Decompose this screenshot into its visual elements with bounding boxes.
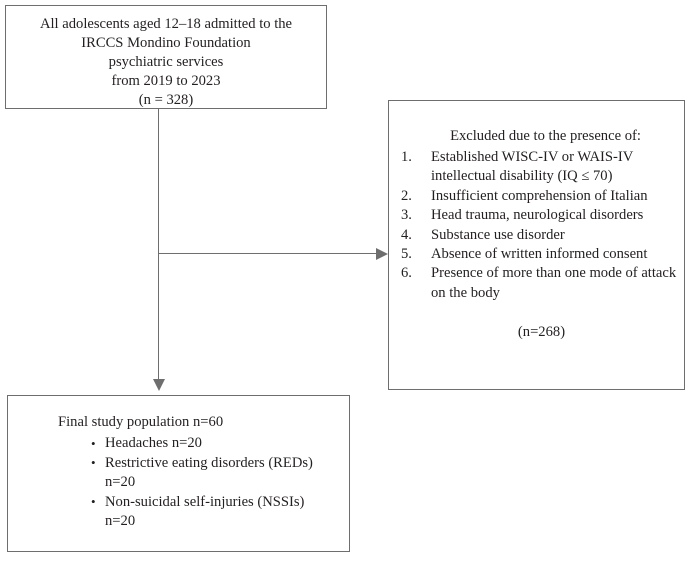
list-item: 6. Presence of more than one mode of att… — [401, 264, 684, 303]
list-item-label: Presence of more than one mode of attack… — [431, 265, 677, 301]
bullet-icon: • — [91, 435, 96, 451]
list-item: 2. Insufficient comprehension of Italian — [401, 187, 684, 206]
list-item-number: 4. — [401, 226, 412, 243]
list-item-label: Established WISC-IV or WAIS-IV intellect… — [431, 149, 634, 185]
source-to-final-connector — [158, 109, 159, 386]
source-line-2: IRCCS Mondino Foundation — [81, 35, 251, 51]
list-item-number: 1. — [401, 149, 412, 165]
list-item: 3. Head trauma, neurological disorders — [401, 206, 684, 225]
arrow-right-icon — [376, 247, 388, 260]
list-item: • Restrictive eating disorders (REDs) n=… — [91, 454, 349, 493]
list-item-label: Restrictive eating disorders (REDs) — [105, 454, 313, 471]
list-item-number: 3. — [401, 207, 412, 224]
list-item-label: Absence of written informed consent — [431, 246, 648, 263]
exclusion-list: 1. Established WISC-IV or WAIS-IV intell… — [389, 148, 684, 303]
list-item: 4. Substance use disorder — [401, 226, 684, 245]
source-count: (n = 328) — [138, 92, 194, 108]
list-item-count: n=20 — [105, 474, 136, 491]
list-item-label: Headaches n=20 — [105, 435, 202, 451]
exclusion-criteria-box: Excluded due to the presence of: 1. Esta… — [388, 100, 685, 390]
final-population-list: • Headaches n=20 • Restrictive eating di… — [8, 434, 349, 532]
exclusion-heading: Excluded due to the presence of: — [450, 128, 641, 144]
arrow-down-icon — [152, 379, 165, 391]
list-item: 5. Absence of written informed consent — [401, 245, 684, 264]
list-item-label: Non-suicidal self-injuries (NSSIs) — [105, 493, 305, 510]
source-line-4: from 2019 to 2023 — [111, 73, 221, 89]
bullet-icon: • — [91, 494, 96, 510]
list-item: • Headaches n=20 — [91, 434, 349, 454]
source-population-box: All adolescents aged 12–18 admitted to t… — [5, 5, 327, 109]
list-item: • Non-suicidal self-injuries (NSSIs) n=2… — [91, 493, 349, 532]
list-item-number: 6. — [401, 265, 412, 282]
final-population-heading: Final study population n=60 — [58, 414, 224, 430]
list-item-label: Substance use disorder — [431, 226, 565, 243]
list-item-number: 5. — [401, 246, 412, 263]
list-item-label: Insufficient comprehension of Italian — [431, 187, 648, 204]
bullet-icon: • — [91, 455, 96, 471]
list-item-number: 2. — [401, 187, 412, 204]
source-line-3: psychiatric services — [108, 54, 224, 70]
exclusion-total-count: (n=268) — [517, 324, 566, 341]
list-item-label: Head trauma, neurological disorders — [431, 207, 644, 224]
source-line-1: All adolescents aged 12–18 admitted to t… — [39, 16, 293, 32]
source-to-excluded-connector — [158, 253, 383, 254]
list-item: 1. Established WISC-IV or WAIS-IV intell… — [401, 148, 684, 187]
list-item-count: n=20 — [105, 513, 136, 530]
final-population-box: Final study population n=60 • Headaches … — [7, 395, 350, 552]
